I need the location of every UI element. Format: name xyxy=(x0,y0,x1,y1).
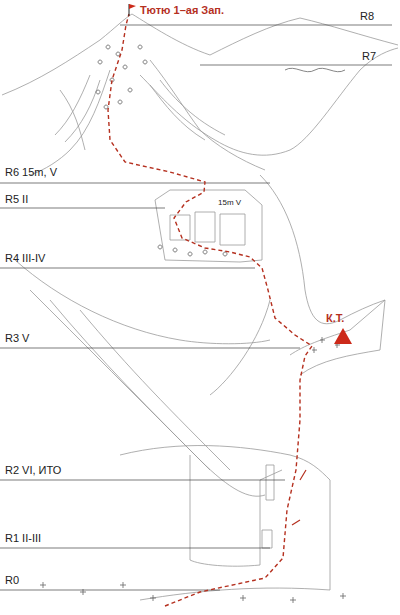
pitch-line xyxy=(0,590,220,591)
hatch-line xyxy=(160,80,225,135)
pitch-grade: R6 15m, V xyxy=(5,166,57,179)
route-branch xyxy=(292,470,306,525)
pitch-grade: R2 VI, ИТО xyxy=(5,464,61,477)
pitch-grade: R1 II-III xyxy=(5,532,41,545)
slope-line xyxy=(210,300,270,395)
scree-cross xyxy=(312,337,340,353)
pitch-note: 15m V xyxy=(218,196,241,209)
route-line xyxy=(108,14,312,606)
pitch-line xyxy=(0,208,165,209)
pitch-number: R8 xyxy=(360,10,374,23)
wall-outline xyxy=(120,446,330,590)
slab-line xyxy=(30,290,265,496)
pitch-grade: R2 VI, ИТО xyxy=(5,464,61,477)
pitch-number: R8 xyxy=(360,10,374,23)
slope-line xyxy=(60,90,85,150)
pitch-line xyxy=(0,183,270,184)
boulder-dots xyxy=(96,45,147,109)
pitch-number: R7 xyxy=(362,50,376,63)
pitch-line xyxy=(0,548,270,549)
slope-line xyxy=(260,175,385,324)
summit-name: Тютю 1–ая Зап. xyxy=(140,4,224,17)
ridge-line xyxy=(2,14,398,95)
rock-band xyxy=(155,190,262,262)
pitch-line xyxy=(0,348,300,349)
slab-line xyxy=(50,300,210,470)
pitch-lines xyxy=(0,25,392,590)
pitch-number: R7 xyxy=(362,50,376,63)
summit-flag xyxy=(129,4,136,9)
mountain-sketch xyxy=(2,14,398,600)
pitch-note: 15m V xyxy=(218,196,241,209)
pitch-grade: R5 II xyxy=(5,193,28,206)
cornice-mark xyxy=(285,68,345,71)
pitch-grade: R1 II-III xyxy=(5,532,41,545)
pitch-line xyxy=(0,268,255,269)
slope-line xyxy=(140,75,290,155)
pitch-line xyxy=(200,65,392,66)
hatch-line xyxy=(150,85,205,140)
pitch-grade: R4 III-IV xyxy=(5,252,45,265)
pitch-grade: R3 V xyxy=(5,332,29,345)
summit-name: Тютю 1–ая Зап. xyxy=(140,4,224,17)
rock-block xyxy=(170,212,245,245)
wall-outline xyxy=(190,455,282,566)
hatch-line xyxy=(55,75,90,135)
pitch-grade: R5 II xyxy=(5,193,28,206)
boulder-dots xyxy=(158,245,227,256)
control-point-label: К.Т. xyxy=(326,312,344,325)
slope-line xyxy=(30,70,110,175)
moraine-marks xyxy=(40,45,346,603)
col-outline xyxy=(290,300,385,375)
slope-line xyxy=(15,260,270,344)
control-point-label: К.Т. xyxy=(326,312,344,325)
pitch-number: R0 xyxy=(5,574,19,587)
pitch-grade: R6 15m, V xyxy=(5,166,57,179)
scree-cross xyxy=(40,582,346,603)
pillar-mark xyxy=(266,465,274,500)
pitch-line xyxy=(0,480,285,481)
slope-line xyxy=(290,48,398,150)
pitch-line xyxy=(120,25,392,26)
pillar-mark xyxy=(262,530,272,548)
control-point-triangle xyxy=(334,328,352,344)
pitch-grade: R4 III-IV xyxy=(5,252,45,265)
pitch-grade: R3 V xyxy=(5,332,29,345)
hatch-line xyxy=(65,80,100,142)
pitch-number: R0 xyxy=(5,574,19,587)
